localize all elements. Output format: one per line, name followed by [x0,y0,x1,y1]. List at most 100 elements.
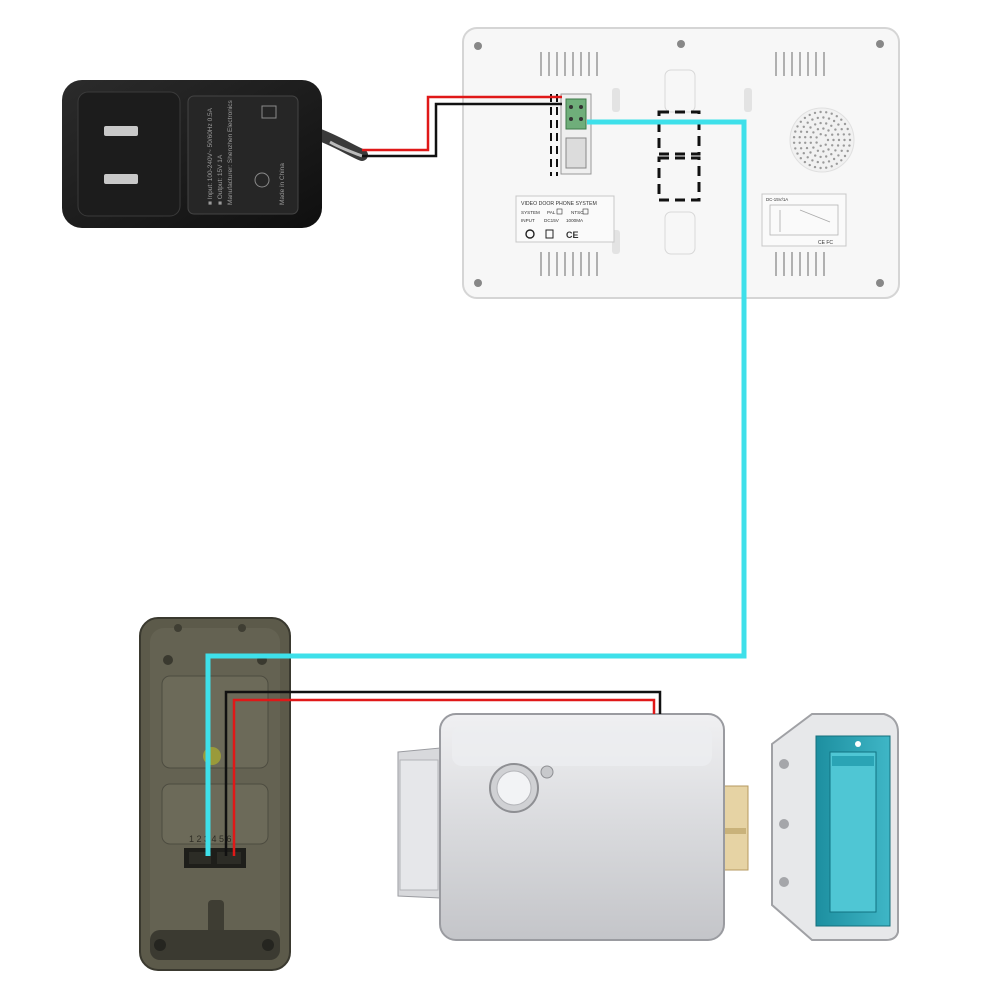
speaker-hole [816,149,820,152]
speaker-hole [798,136,801,139]
speaker-hole [837,138,841,142]
speaker-hole [835,115,838,118]
speaker-hole [825,155,828,158]
speaker-hole [796,125,799,128]
speaker-hole [822,161,825,164]
speaker-hole [805,146,809,150]
wires [205,95,747,856]
speaker-hole [798,141,801,144]
screw-icon [677,40,685,48]
label-pal: PAL [547,210,556,215]
speaker-hole [804,141,807,144]
checkbox-icon [582,208,589,215]
speaker-hole [830,153,833,156]
power-wire-negative [362,102,562,158]
speaker-hole [819,133,822,136]
indoor-monitor: VIDEO DOOR PHONE SYSTEM SYSTEM PAL NTSC … [462,27,900,299]
screw-hole-icon [779,877,789,887]
speaker-hole [835,162,838,165]
speaker-hole [826,138,830,142]
speaker-hole [804,136,807,139]
spec-label: VIDEO DOOR PHONE SYSTEM SYSTEM PAL NTSC … [515,195,615,243]
speaker-hole [832,157,836,161]
power-wire-positive [362,95,562,152]
speaker-hole [840,159,843,162]
speaker-hole [813,165,817,169]
speaker-hole [837,123,840,126]
speaker-hole [843,154,847,158]
label-input: INPUT [521,218,535,223]
speaker-hole [794,130,797,133]
speaker-hole [799,120,802,124]
speaker-hole [815,141,818,144]
speaker-hole [843,138,846,142]
speaker-hole [814,154,817,157]
speaker-hole [840,149,843,152]
screw-icon [876,279,884,287]
speaker-hole [836,144,840,147]
speaker-hole [831,144,834,147]
label-ntsc: NTSC [571,210,584,215]
speaker-hole [825,166,828,169]
speaker-hole [792,136,796,139]
speaker-hole [846,149,849,153]
speaker-hole [819,155,822,159]
speaker-hole [813,111,817,115]
speaker-hole [803,116,807,120]
speaker-hole [802,125,805,128]
lock-wire-negative [224,690,662,856]
speaker-hole [837,154,840,157]
speaker-hole [809,141,812,144]
speaker-hole [808,163,811,167]
outdoor-camera-unit: 1 2 3 4 5 6 [139,617,291,971]
double-insulation-icon [261,105,277,119]
speaker-hole [824,134,827,137]
adapter-text: Manufacturer: Shenzhen Electronics [227,99,234,205]
speaker-grille [789,107,855,173]
adapter-text: ■ Input: 100-240V~ 50/60Hz 0.5A [207,107,214,205]
label-current: 1000MA [566,218,584,223]
speaker-hole [792,141,796,144]
speaker-hole [848,138,852,142]
speaker-hole [822,150,825,153]
screw-icon [474,279,482,287]
power-adapter: ■ Input: 100-240V~ 50/60Hz 0.5A ■ Output… [62,80,368,228]
plug-prong-icon [104,126,138,136]
speaker-hole [827,117,831,120]
speaker-hole [811,159,814,162]
speaker-hole [824,143,827,146]
plug-prong-icon [104,174,138,184]
speaker-hole [806,156,809,159]
speaker-hole [827,148,830,151]
speaker-hole [816,116,819,120]
label-system: SYSTEM [521,210,540,215]
speaker-hole [822,116,825,119]
electric-lock [397,713,749,941]
label-voltage: DC15V [544,218,560,223]
speaker-hole [819,144,822,147]
speaker-hole [822,127,825,130]
speaker-hole [832,138,835,142]
speaker-hole [819,110,822,114]
screw-hole-icon [779,819,789,829]
speaker-hole [812,146,815,149]
certification-icon [254,172,270,188]
label-title: VIDEO DOOR PHONE SYSTEM [521,201,597,207]
speaker-hole [840,128,843,131]
speaker-hole [830,165,833,168]
adapter-text: Made in China [279,163,286,205]
screw-icon [876,40,884,48]
speaker-hole [814,123,817,126]
speaker-hole [830,112,833,115]
speaker-hole [848,144,851,147]
speaker-hole [825,111,828,114]
screw-hole-icon [262,939,274,951]
speaker-hole [808,113,811,117]
speaker-hole [831,133,834,136]
speaker-hole [834,128,837,131]
speaker-hole [815,136,818,139]
right-label-title: DC-15V/1A [766,197,788,202]
screw-icon [540,765,554,779]
speaker-hole [840,118,843,121]
speaker-hole [811,118,814,121]
